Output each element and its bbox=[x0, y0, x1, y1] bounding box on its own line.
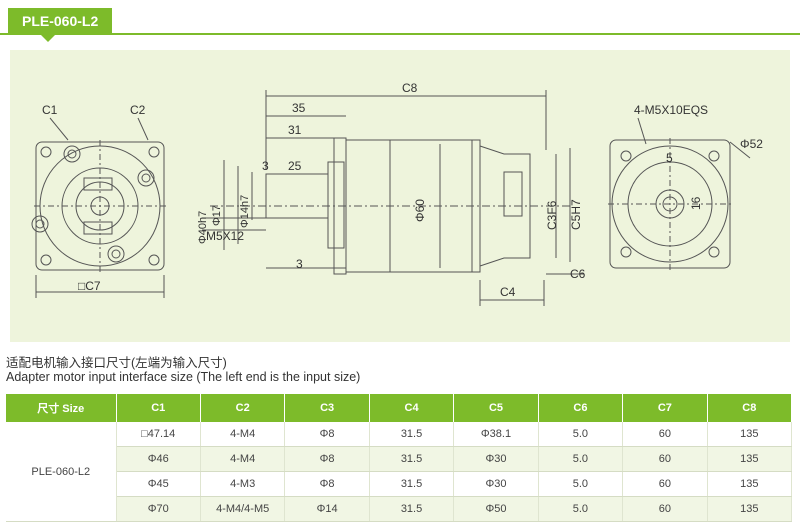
table-cell: Φ30 bbox=[453, 471, 539, 497]
table-cell: 4-M3 bbox=[200, 471, 286, 497]
table-row: PLE-060-L2 □47.14 4-M4 Φ8 31.5 Φ38.1 5.0… bbox=[6, 422, 793, 522]
header-c7: C7 bbox=[622, 394, 708, 422]
table-cell: Φ46 bbox=[116, 446, 201, 472]
label-phi17: Φ17 bbox=[211, 205, 223, 226]
header-c3: C3 bbox=[284, 394, 370, 422]
header-divider bbox=[0, 33, 800, 35]
table-header-row: 尺寸 Size C1 C2 C3 C4 C5 C6 C7 C8 bbox=[6, 394, 793, 422]
table-cell: 60 bbox=[622, 446, 708, 472]
table-cell: 60 bbox=[622, 422, 708, 447]
table-cell: 4-M4 bbox=[200, 446, 286, 472]
table-cell: 31.5 bbox=[369, 471, 455, 497]
table-cell: 5.0 bbox=[538, 446, 624, 472]
label-c3f6: C3F6 bbox=[545, 200, 559, 230]
gearbox-side-view bbox=[202, 90, 584, 306]
label-c1: C1 bbox=[42, 103, 58, 117]
table-cell: Φ45 bbox=[116, 471, 201, 497]
table-cell: 60 bbox=[622, 471, 708, 497]
label-c6: C6 bbox=[570, 267, 586, 281]
header-c6: C6 bbox=[538, 394, 624, 422]
label-m5x12: M5X12 bbox=[206, 229, 244, 243]
table-cell: 4-M4/4-M5 bbox=[200, 496, 286, 522]
header-c8: C8 bbox=[707, 394, 793, 422]
table-cell: Φ38.1 bbox=[453, 422, 539, 447]
table-cell: 135 bbox=[707, 422, 793, 447]
table-cell: 135 bbox=[707, 446, 793, 472]
label-25: 25 bbox=[288, 159, 302, 173]
output-flange-view bbox=[608, 117, 751, 270]
table-cell: 4-M4 bbox=[200, 422, 286, 447]
technical-drawing: C1 C2 □C7 bbox=[10, 50, 790, 342]
table-cell: 31.5 bbox=[369, 422, 455, 447]
table-cell: 5.0 bbox=[538, 471, 624, 497]
label-phi52: Φ52 bbox=[740, 137, 763, 151]
table-cell: 31.5 bbox=[369, 446, 455, 472]
label-16: 16 bbox=[689, 196, 703, 210]
header-c4: C4 bbox=[369, 394, 455, 422]
label-5: 5 bbox=[666, 151, 673, 165]
label-phi40: Φ40h7 bbox=[197, 211, 209, 244]
label-thread: 4-M5X10EQS bbox=[634, 103, 708, 117]
table-cell: 135 bbox=[707, 471, 793, 497]
label-c5h7: C5H7 bbox=[569, 199, 583, 230]
table-cell: Φ8 bbox=[284, 446, 370, 472]
page-title: PLE-060-L2 bbox=[8, 8, 113, 42]
table-row: Φ45 4-M3 Φ8 31.5 Φ30 5.0 60 135 bbox=[6, 471, 793, 497]
header-c1: C1 bbox=[116, 394, 201, 422]
header-c2: C2 bbox=[200, 394, 286, 422]
header-size: 尺寸 Size bbox=[6, 394, 117, 422]
table-cell: 5.0 bbox=[538, 422, 624, 447]
label-3b: 3 bbox=[296, 257, 303, 271]
label-c2: C2 bbox=[130, 103, 146, 117]
table-cell: Φ8 bbox=[284, 422, 370, 447]
drawing-svg: C1 C2 □C7 bbox=[31, 81, 763, 306]
label-c4: C4 bbox=[500, 285, 516, 299]
label-phi60: Φ60 bbox=[413, 199, 427, 222]
label-c7: □C7 bbox=[78, 279, 101, 293]
label-3a: 3 bbox=[262, 159, 269, 173]
label-c8: C8 bbox=[402, 81, 418, 95]
table-cell: □47.14 bbox=[116, 422, 201, 447]
caption-english: Adapter motor input interface size (The … bbox=[6, 370, 361, 384]
table-cell: Φ30 bbox=[453, 446, 539, 472]
input-flange-view bbox=[31, 117, 166, 298]
header-c5: C5 bbox=[453, 394, 539, 422]
spec-table: 尺寸 Size C1 C2 C3 C4 C5 C6 C7 C8 PLE-060-… bbox=[6, 394, 793, 522]
caption-chinese: 适配电机输入接口尺寸(左端为输入尺寸) bbox=[6, 356, 227, 370]
label-35: 35 bbox=[292, 101, 306, 115]
table-row: Φ46 4-M4 Φ8 31.5 Φ30 5.0 60 135 bbox=[6, 446, 793, 472]
label-phi14: Φ14h7 bbox=[239, 195, 251, 228]
model-cell: PLE-060-L2 bbox=[6, 422, 117, 522]
label-31: 31 bbox=[288, 123, 302, 137]
table-cell: Φ8 bbox=[284, 471, 370, 497]
